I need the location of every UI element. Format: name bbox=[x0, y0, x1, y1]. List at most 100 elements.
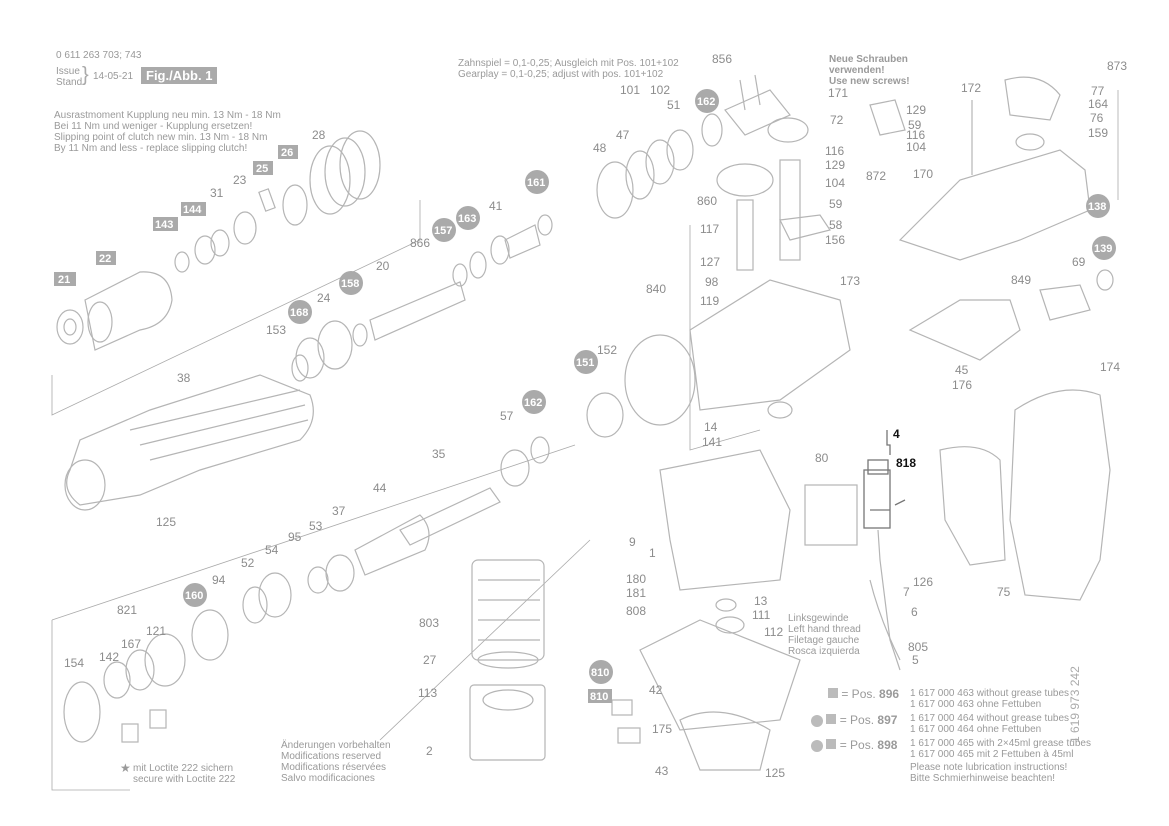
label: 176 bbox=[952, 378, 972, 392]
legend-row-896: = Pos. 896 bbox=[828, 688, 899, 700]
label: 5 bbox=[912, 653, 919, 667]
label: 48 bbox=[593, 141, 607, 155]
doc-number: 0 611 263 703; 743 bbox=[56, 50, 142, 61]
svg-text:163: 163 bbox=[458, 213, 476, 225]
label: 156 bbox=[825, 233, 845, 247]
label: 59 bbox=[829, 197, 843, 211]
label: 38 bbox=[177, 371, 191, 385]
label: 181 bbox=[626, 586, 646, 600]
badge-168: 168 bbox=[288, 300, 312, 324]
label: 164 bbox=[1088, 97, 1108, 111]
new-screws-1: Neue Schrauben bbox=[829, 54, 908, 65]
svg-text:139: 139 bbox=[1094, 243, 1112, 255]
changes-1: Änderungen vorbehalten bbox=[281, 740, 391, 751]
label-4: 4 bbox=[893, 427, 900, 441]
left-hand-1: Linksgewinde bbox=[788, 613, 849, 624]
badge-158: 158 bbox=[339, 271, 363, 295]
label: 127 bbox=[700, 255, 720, 269]
chuck-assembly bbox=[56, 130, 381, 351]
changes-2: Modifications reserved bbox=[281, 751, 382, 762]
lubrication-1: Please note lubrication instructions! bbox=[910, 762, 1068, 773]
label: 95 bbox=[288, 530, 302, 544]
label: 805 bbox=[908, 640, 928, 654]
label: 856 bbox=[712, 52, 732, 66]
left-hand-4: Rosca izquierda bbox=[788, 646, 860, 657]
square-icon bbox=[826, 739, 837, 749]
label: 113 bbox=[418, 686, 437, 700]
label: 104 bbox=[906, 140, 926, 154]
spindle-parts bbox=[63, 214, 553, 743]
badge-138: 138 bbox=[1086, 194, 1110, 218]
issue-date: 14-05-21 bbox=[93, 71, 134, 82]
loctite-star-icon: ★ bbox=[120, 761, 131, 775]
front-housing bbox=[64, 374, 314, 511]
small-parts-810 bbox=[121, 699, 641, 744]
label: 174 bbox=[1100, 360, 1120, 374]
label: 59 bbox=[908, 118, 922, 132]
label: 119 bbox=[700, 294, 719, 308]
label: 125 bbox=[156, 515, 176, 529]
label: 43 bbox=[655, 764, 669, 778]
label: 872 bbox=[866, 169, 886, 183]
label: 172 bbox=[961, 81, 981, 95]
label: 849 bbox=[1011, 273, 1031, 287]
label: 116 bbox=[906, 128, 925, 142]
label: 102 bbox=[650, 83, 670, 97]
circle-icon bbox=[811, 739, 823, 752]
changes-4: Salvo modificaciones bbox=[281, 773, 375, 784]
handle bbox=[804, 389, 1111, 601]
label: 7 bbox=[903, 585, 910, 599]
label: 75 bbox=[997, 585, 1011, 599]
badge-161: 161 bbox=[525, 170, 549, 194]
label: 69 bbox=[1072, 255, 1086, 269]
stand-text: Stand bbox=[56, 77, 83, 88]
legend-line-6: 1 617 000 465 mit 2 Fettuben à 45ml bbox=[910, 749, 1074, 760]
top-cover bbox=[898, 76, 1114, 361]
legend-pos-label: = Pos. bbox=[841, 687, 876, 701]
svg-text:161: 161 bbox=[527, 177, 545, 189]
label: 58 bbox=[829, 218, 843, 232]
badge-22: 22 bbox=[96, 251, 116, 265]
svg-text:138: 138 bbox=[1088, 201, 1106, 213]
badge-810-sq: 810 bbox=[588, 689, 612, 703]
legend-pos-897: 897 bbox=[877, 713, 898, 727]
label: 126 bbox=[913, 575, 933, 589]
legend-row-897: = Pos. 897 bbox=[811, 714, 897, 727]
svg-text:158: 158 bbox=[341, 278, 359, 290]
label: 104 bbox=[825, 176, 845, 190]
label: 20 bbox=[376, 259, 390, 273]
label: 24 bbox=[317, 291, 331, 305]
label: 13 bbox=[754, 594, 768, 608]
label: 111 bbox=[752, 608, 771, 622]
label: 175 bbox=[652, 722, 672, 736]
legend-line-3: 1 617 000 464 without grease tubes bbox=[910, 713, 1070, 724]
badge-810-c: 810 bbox=[589, 660, 613, 684]
label: 121 bbox=[146, 624, 166, 638]
badge-162-a: 162 bbox=[522, 390, 546, 414]
legend-line-2: 1 617 000 463 ohne Fettuben bbox=[910, 699, 1042, 710]
badge-160: 160 bbox=[183, 583, 207, 607]
label: 154 bbox=[64, 656, 84, 670]
label: 80 bbox=[815, 451, 829, 465]
label: 9 bbox=[629, 535, 636, 549]
badge-157: 157 bbox=[432, 218, 456, 242]
brace: } bbox=[82, 64, 89, 86]
label: 803 bbox=[419, 616, 439, 630]
label: 41 bbox=[489, 199, 503, 213]
badge-144: 144 bbox=[181, 202, 206, 216]
left-hand-3: Filetage gauche bbox=[788, 635, 860, 646]
label: 173 bbox=[840, 274, 860, 288]
issue-text: Issue bbox=[56, 66, 80, 77]
loctite-2: secure with Loctite 222 bbox=[133, 774, 236, 785]
label: 180 bbox=[626, 572, 646, 586]
badge-21: 21 bbox=[54, 272, 76, 286]
label: 141 bbox=[702, 435, 722, 449]
label: 51 bbox=[667, 98, 681, 112]
clutch-note-3: Slipping point of clutch new min. 13 Nm … bbox=[54, 132, 268, 143]
svg-text:810: 810 bbox=[591, 667, 609, 679]
svg-text:151: 151 bbox=[576, 357, 594, 369]
clutch-note-4: By 11 Nm and less - replace slipping clu… bbox=[54, 143, 248, 154]
legend-pos-898: 898 bbox=[877, 738, 898, 752]
label: 101 bbox=[620, 83, 640, 97]
legend-pos-label: = Pos. bbox=[839, 713, 875, 727]
